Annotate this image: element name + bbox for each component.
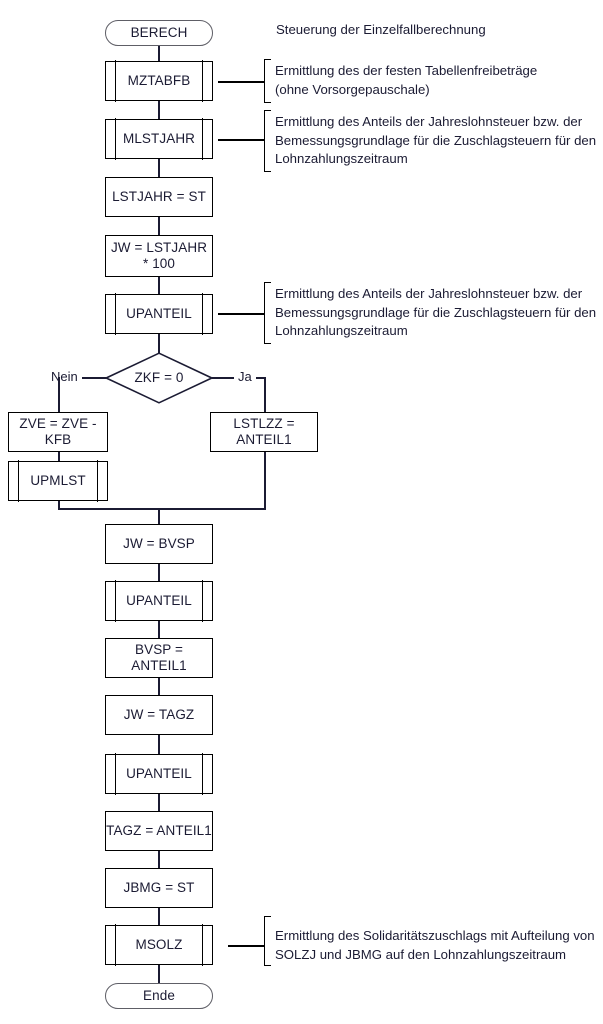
branch-label-ja: Ja xyxy=(237,369,253,384)
node-upanteil-1[interactable]: UPANTEIL xyxy=(105,293,213,335)
annotation-leader-1 xyxy=(218,81,264,83)
node-upanteil-2[interactable]: UPANTEIL xyxy=(105,580,213,622)
node-upanteil-3[interactable]: UPANTEIL xyxy=(105,753,213,795)
node-mlstjahr[interactable]: MLSTJAHR xyxy=(105,118,213,160)
node-end-ende[interactable]: Ende xyxy=(105,983,213,1009)
decision-diamond-shape xyxy=(105,352,213,404)
connector-nein-down xyxy=(58,377,60,412)
annotation-leader-2 xyxy=(218,139,264,141)
connector-upmlst-down xyxy=(58,501,60,509)
node-jw-bvsp[interactable]: JW = BVSP xyxy=(105,524,213,564)
annotation-mztabfb: Ermittlung des der festen Tabellenfreibe… xyxy=(275,63,538,97)
connector-tagz-to-jbmg xyxy=(158,851,160,868)
connector-start-to-mztabfb xyxy=(158,46,160,61)
node-bvsp-anteil1[interactable]: BVSP = ANTEIL1 xyxy=(105,638,213,678)
connector-bvsp-to-jwtagz xyxy=(158,678,160,695)
branch-label-nein: Nein xyxy=(50,369,79,384)
node-zve-kfb[interactable]: ZVE = ZVE - KFB xyxy=(8,412,108,452)
connector-ja-down xyxy=(264,377,266,412)
node-decision-zkf: ZKF = 0 xyxy=(105,352,213,404)
annotation-leader-4 xyxy=(228,945,264,947)
connector-decision-left xyxy=(82,377,106,379)
node-lstjahr-st[interactable]: LSTJAHR = ST xyxy=(105,177,213,217)
node-jbmg-st[interactable]: JBMG = ST xyxy=(105,868,213,908)
annotation-bracket-4 xyxy=(264,916,271,966)
connector-lstjahr-to-jw xyxy=(158,217,160,235)
connector-mztabfb-to-mlstjahr xyxy=(158,101,160,119)
node-msolz[interactable]: MSOLZ xyxy=(105,924,213,966)
connector-jwtagz-to-upanteil3 xyxy=(158,735,160,754)
node-upmlst[interactable]: UPMLST xyxy=(8,460,108,502)
connector-upanteil2-to-bvsp xyxy=(158,621,160,638)
connector-merge-bar xyxy=(58,508,266,510)
connector-jw-to-upanteil1 xyxy=(158,277,160,294)
connector-upanteil1-to-decision xyxy=(158,334,160,353)
node-jw-tagz[interactable]: JW = TAGZ xyxy=(105,695,213,735)
node-jw-lstjahr[interactable]: JW = LSTJAHR * 100 xyxy=(105,235,213,277)
node-start-berech[interactable]: BERECH xyxy=(105,20,213,46)
annotation-bracket-3 xyxy=(264,282,271,344)
connector-upanteil3-to-tagz xyxy=(158,794,160,811)
connector-ja-right xyxy=(256,377,266,379)
annotation-bracket-2 xyxy=(264,110,271,172)
connector-zve-to-upmlst xyxy=(58,452,60,461)
annotation-mlstjahr: Ermittlung des Anteils der Jahreslohnste… xyxy=(275,114,597,167)
annotation-title: Steuerung der Einzelfallberechnung xyxy=(276,22,486,37)
annotation-msolz: Ermittlung des Solidaritätszuschlags mit… xyxy=(275,928,595,962)
connector-lstlzz-down xyxy=(264,452,266,509)
connector-mlstjahr-to-lstjahr xyxy=(158,159,160,177)
connector-jwbvsp-to-upanteil2 xyxy=(158,564,160,581)
connector-jbmg-to-msolz xyxy=(158,908,160,925)
annotation-upanteil: Ermittlung des Anteils der Jahreslohnste… xyxy=(275,286,597,339)
decision-label: ZKF = 0 xyxy=(134,370,184,386)
node-mztabfb[interactable]: MZTABFB xyxy=(105,60,213,102)
connector-msolz-to-end xyxy=(158,965,160,983)
node-lstlzz-anteil1[interactable]: LSTLZZ = ANTEIL1 xyxy=(210,412,318,452)
connector-merge-to-jwbvsp xyxy=(158,508,160,524)
annotation-bracket-1 xyxy=(264,59,271,103)
annotation-leader-3 xyxy=(218,313,264,315)
node-tagz-anteil1[interactable]: TAGZ = ANTEIL1 xyxy=(105,811,213,851)
connector-decision-right xyxy=(212,377,234,379)
